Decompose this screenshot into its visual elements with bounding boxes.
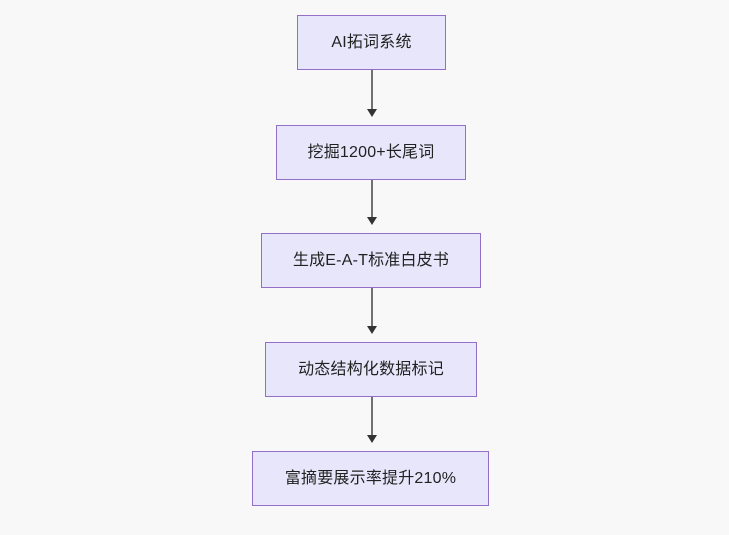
- arrowhead-icon: [367, 326, 377, 334]
- flow-node-n5[interactable]: 富摘要展示率提升210%: [252, 451, 489, 506]
- arrowhead-icon: [367, 435, 377, 443]
- edge-line-icon: [371, 70, 373, 110]
- flow-node-n3[interactable]: 生成E-A-T标准白皮书: [261, 233, 481, 288]
- arrowhead-icon: [367, 217, 377, 225]
- edge-line-icon: [371, 288, 373, 327]
- flow-node-label: 动态结构化数据标记: [298, 360, 444, 378]
- flow-node-label: AI拓词系统: [331, 33, 412, 51]
- flow-node-n2[interactable]: 挖掘1200+长尾词: [276, 125, 466, 180]
- flow-edge-n3-to-n4: [367, 288, 377, 334]
- flow-node-n4[interactable]: 动态结构化数据标记: [265, 342, 477, 397]
- flow-node-label: 富摘要展示率提升210%: [284, 469, 457, 487]
- flow-node-label: 生成E-A-T标准白皮书: [292, 251, 450, 269]
- flow-node-n1[interactable]: AI拓词系统: [297, 15, 446, 70]
- edge-line-icon: [371, 180, 373, 218]
- flow-node-label: 挖掘1200+长尾词: [307, 143, 435, 161]
- flow-edge-n2-to-n3: [367, 180, 377, 225]
- flow-edge-n1-to-n2: [367, 70, 377, 117]
- flow-edge-n4-to-n5: [367, 397, 377, 443]
- edge-line-icon: [371, 397, 373, 436]
- arrowhead-icon: [367, 109, 377, 117]
